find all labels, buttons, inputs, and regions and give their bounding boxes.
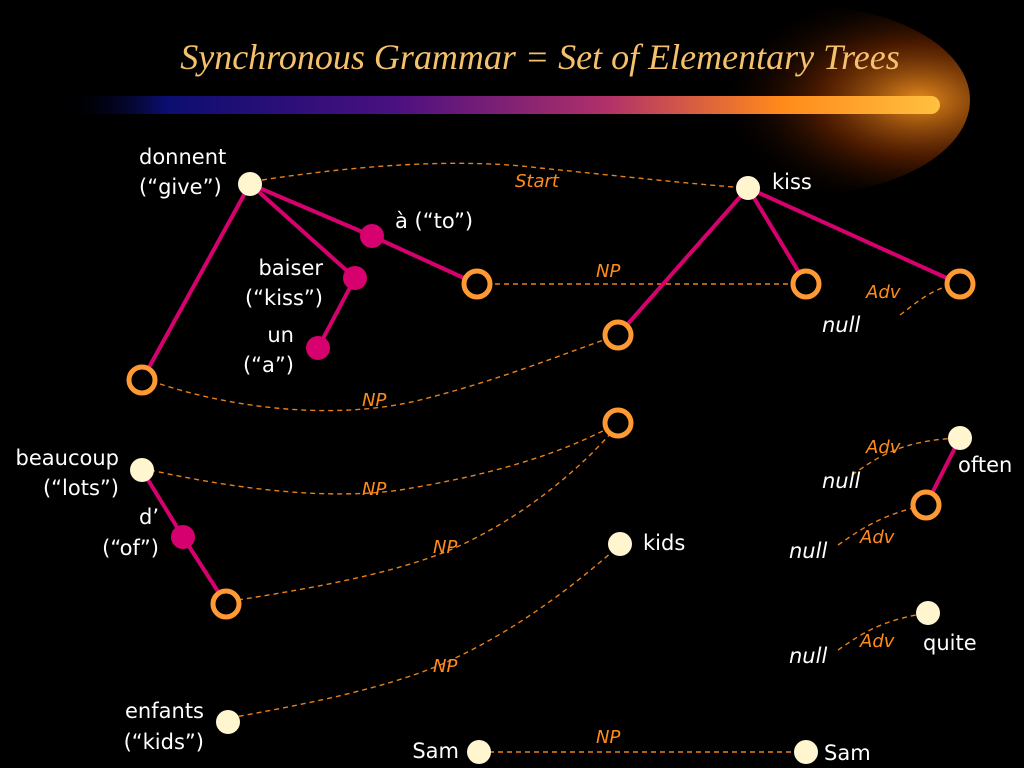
label-sam-left: Sam (412, 739, 459, 763)
edge-baiser-un (316, 276, 357, 350)
label-link-adv-3: Adv (859, 527, 895, 548)
node-kids (608, 532, 632, 556)
label-give: (“give”) (139, 175, 222, 199)
label-link-np-enfants: NP (433, 656, 457, 677)
label-d: d’ (139, 505, 159, 529)
label-sam-right: Sam (824, 741, 871, 765)
null-labels: null null null null (789, 313, 860, 668)
label-kiss: kiss (772, 170, 812, 194)
label-null-3: null (789, 539, 827, 563)
label-link-np-sam: NP (596, 727, 620, 748)
label-link-np-beaucoup: NP (362, 479, 386, 500)
subst-node-np-to (461, 268, 493, 300)
label-null-2: null (822, 469, 860, 493)
label-beaucoup: beaucoup (16, 446, 119, 470)
node-sam-right (794, 740, 818, 764)
label-enfants-kids: (“kids”) (124, 730, 204, 754)
label-often: often (958, 453, 1012, 477)
label-link-np-subject: NP (362, 390, 386, 411)
subst-node-kiss-subj (602, 319, 634, 351)
link-adv-4 (837, 612, 929, 651)
subst-node-kiss-obj (790, 268, 822, 300)
link-labels: Start NP NP NP NP NP NP Adv Adv Adv Adv (362, 171, 901, 748)
node-un (306, 336, 330, 360)
node-baiser (343, 266, 367, 290)
label-link-np-d: NP (433, 537, 457, 558)
link-np-subject (159, 334, 619, 412)
title-swoosh (60, 5, 970, 195)
subst-node-d-np (210, 588, 242, 620)
subst-node-np-subject (126, 364, 158, 396)
node-sam-left (467, 740, 491, 764)
label-a-to: à (“to”) (395, 209, 473, 233)
label-un-a: (“a”) (243, 353, 294, 377)
label-lots: (“lots”) (43, 476, 119, 500)
slide-title: Synchronous Grammar = Set of Elementary … (180, 37, 900, 77)
nodes (126, 172, 976, 764)
label-baiser-kiss: (“kiss”) (245, 286, 323, 310)
edge-beaucoup-d (140, 468, 185, 539)
edge-kiss-adv (746, 186, 962, 286)
node-donnent (238, 172, 262, 196)
label-null-4: null (789, 644, 827, 668)
node-kiss (736, 176, 760, 200)
edge-donnent-np (140, 182, 252, 382)
tree-edges (140, 182, 962, 606)
link-adv-2 (851, 437, 961, 476)
node-quite (916, 601, 940, 625)
word-labels: donnent (“give”) à (“to”) baiser (“kiss”… (16, 145, 1013, 765)
node-often (948, 426, 972, 450)
node-beaucoup (130, 458, 154, 482)
label-donnent: donnent (139, 145, 226, 169)
label-un: un (267, 323, 294, 347)
edge-donnent-baiser (248, 182, 357, 280)
title-bar (60, 96, 940, 114)
links (149, 162, 961, 753)
label-enfants: enfants (125, 699, 204, 723)
node-d (171, 525, 195, 549)
edge-kiss-np-obj (746, 186, 808, 286)
label-link-start: Start (515, 171, 560, 192)
edge-a-np (370, 234, 479, 286)
subst-node-lots (602, 407, 634, 439)
label-link-np-to: NP (596, 261, 620, 282)
label-of: (“of”) (102, 536, 159, 560)
label-quite: quite (923, 631, 977, 655)
subst-node-often-adv (910, 489, 942, 521)
link-np-beaucoup (149, 422, 619, 495)
edge-donnent-a (248, 182, 374, 238)
node-enfants (216, 710, 240, 734)
label-null-1: null (822, 313, 860, 337)
label-baiser: baiser (258, 256, 323, 280)
label-link-adv-4: Adv (859, 631, 895, 652)
link-np-enfants (229, 544, 621, 719)
label-link-adv-1: Adv (865, 282, 901, 303)
label-link-adv-2: Adv (865, 437, 901, 458)
node-a (360, 224, 384, 248)
label-kids: kids (643, 531, 685, 555)
link-np-d (237, 424, 619, 601)
subst-node-kiss-adv (944, 268, 976, 300)
link-start (261, 162, 749, 189)
edge-kiss-np-subj (616, 186, 750, 337)
